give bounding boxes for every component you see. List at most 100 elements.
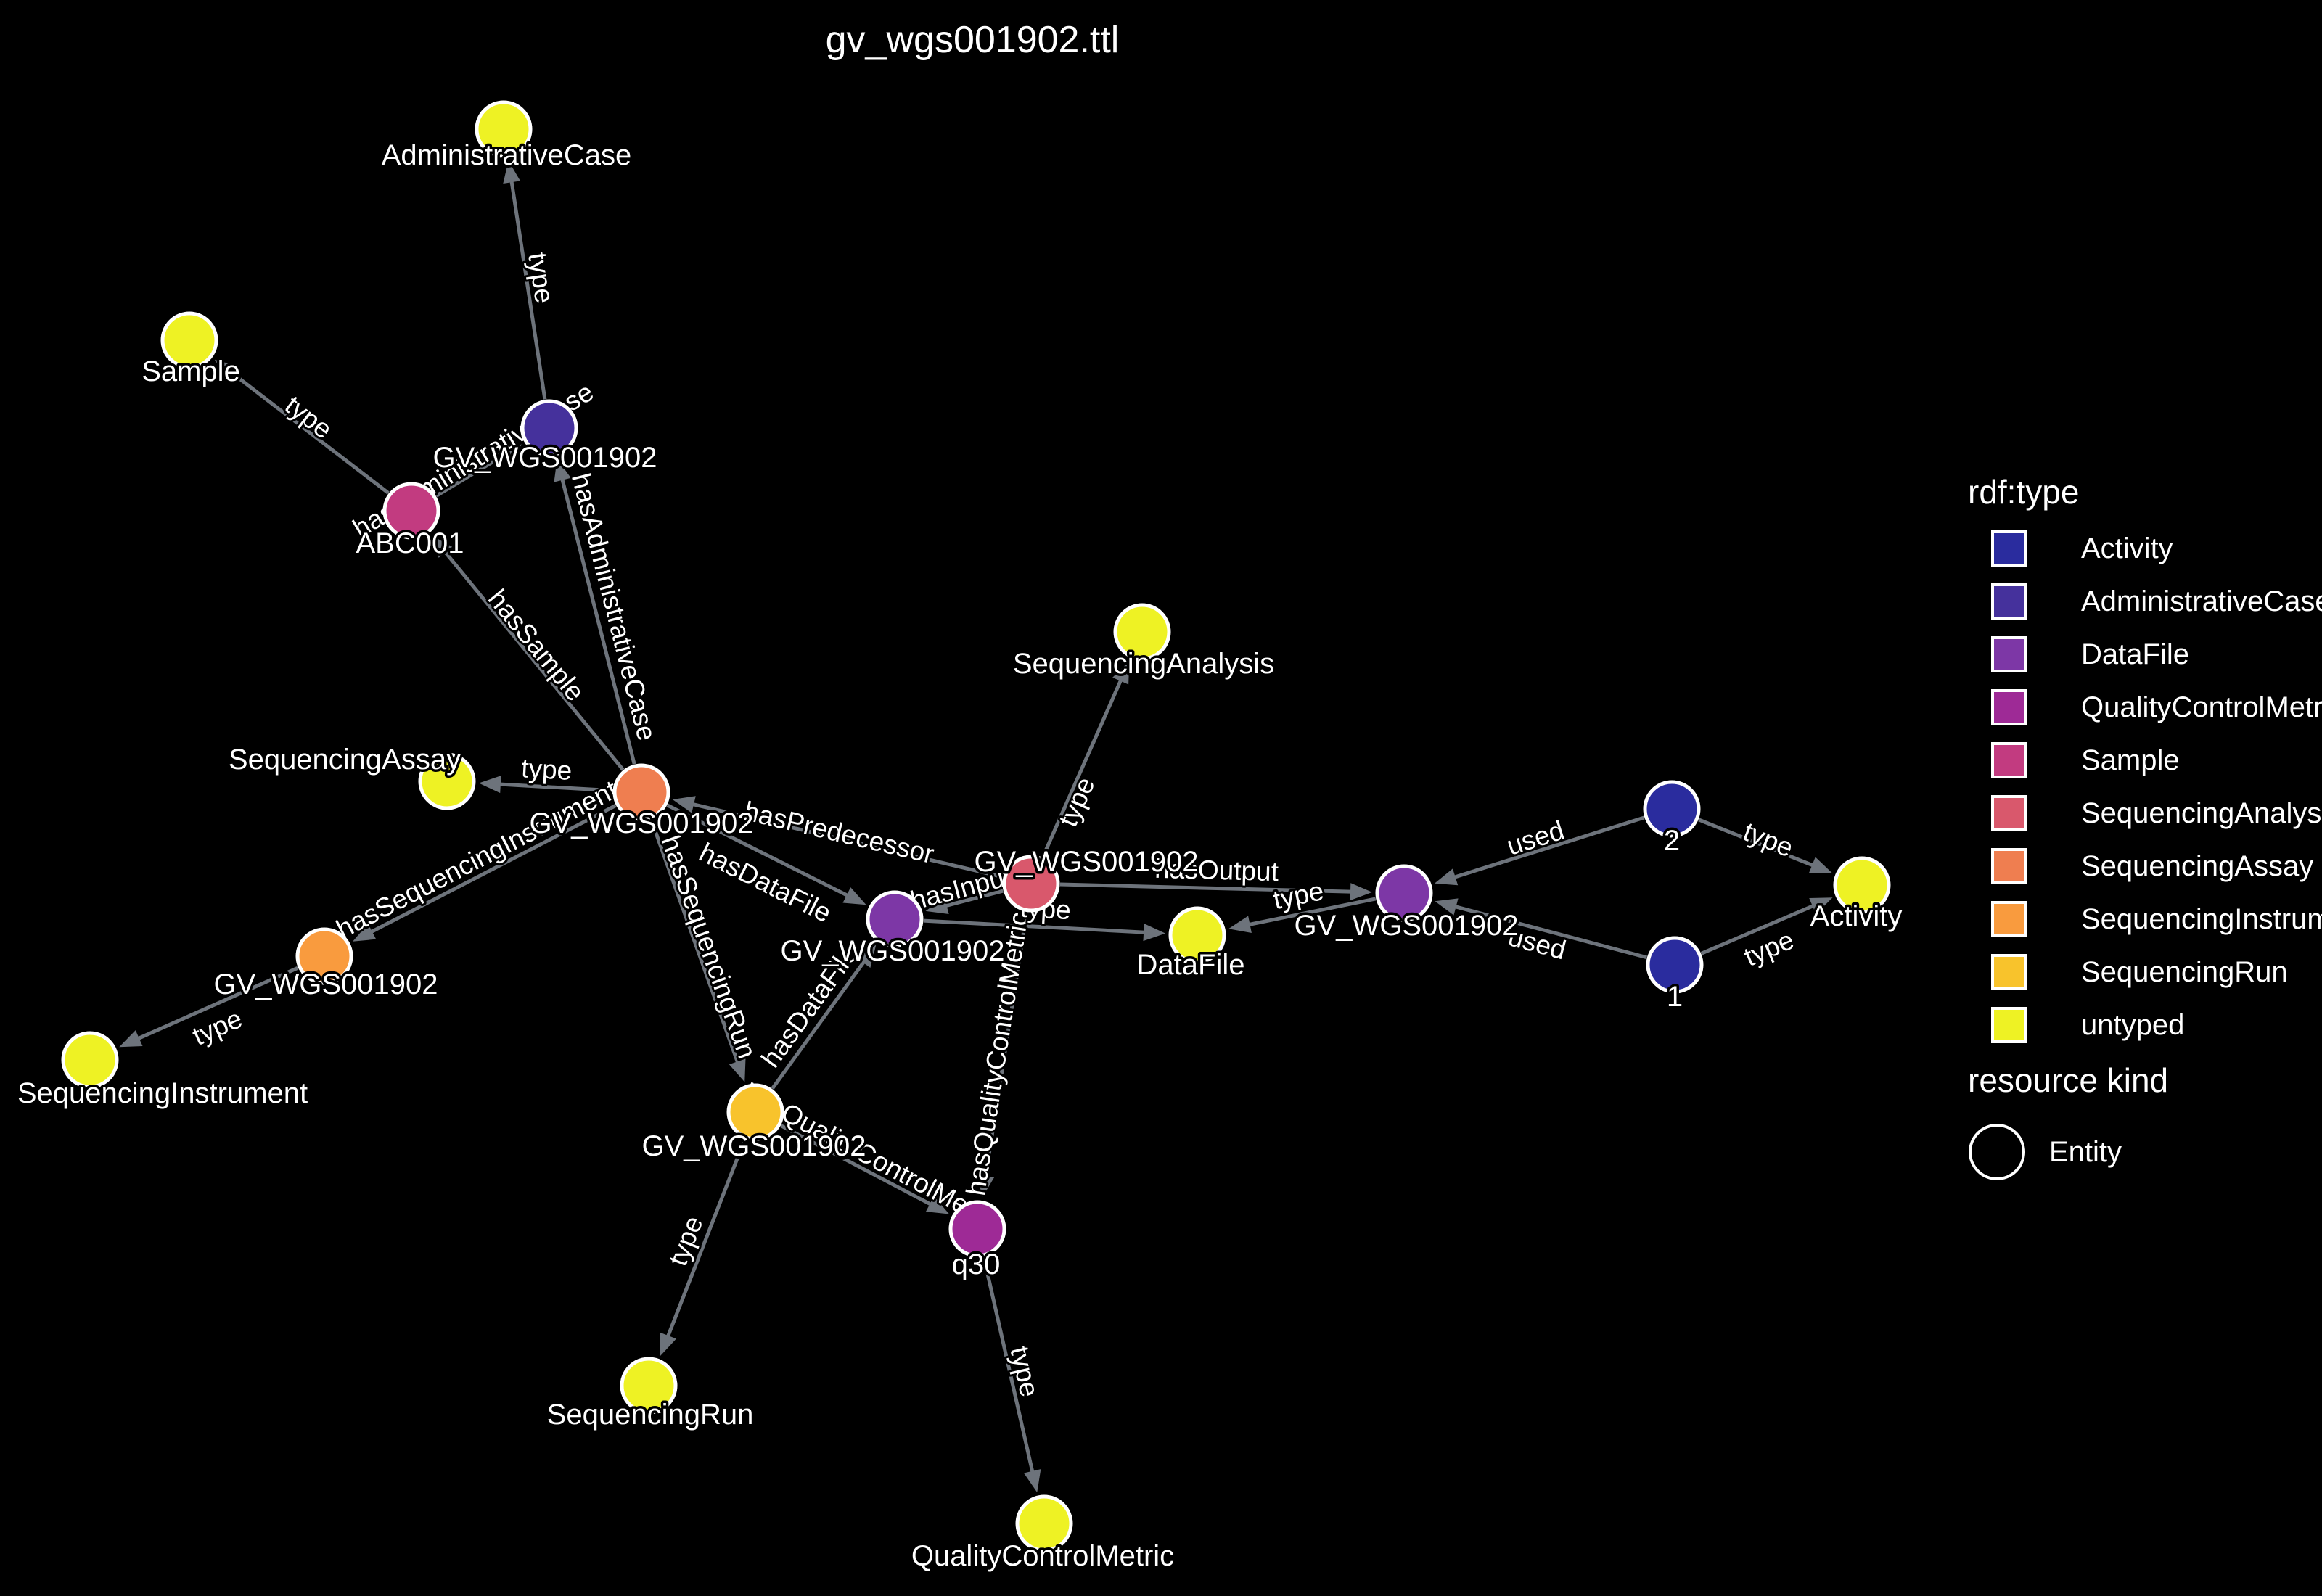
legend: rdf:typeActivityAdministrativeCaseDataFi…	[1968, 473, 2322, 1180]
edge-line	[1059, 882, 1354, 894]
edge-type-run_indiv-seq_run_class	[660, 1138, 747, 1357]
edge-label: hasSequencingInstrument	[332, 774, 623, 944]
edge-hasAdministrativeCase-assay_indiv-case_indiv	[554, 458, 636, 765]
legend-item-label: SequencingAnalysis	[2081, 797, 2322, 829]
node-seq_analysis_class[interactable]	[1113, 603, 1171, 661]
arrowhead-icon	[925, 897, 949, 914]
edge-type-datafile1-datafile_class	[923, 918, 1166, 942]
legend-swatch-icon	[1991, 530, 2027, 567]
arrowhead-icon	[729, 1058, 746, 1082]
edge-line	[1452, 815, 1645, 880]
node-instr_indiv[interactable]	[295, 927, 353, 985]
node-seq_run_class[interactable]	[620, 1357, 678, 1415]
node-label-sample_class: Sample	[141, 355, 240, 387]
node-abc001[interactable]	[382, 482, 440, 540]
node-label-case_indiv: GV_WGS001902	[432, 442, 657, 474]
arrowhead-icon	[1112, 661, 1130, 685]
node-qcm_class[interactable]	[1015, 1494, 1073, 1552]
edges-layer	[119, 160, 1833, 1493]
legend-item-SequencingAnalysis: SequencingAnalysis	[1991, 795, 2322, 831]
node-label-activity2: 2	[1664, 825, 1680, 857]
edge-label: type	[662, 1212, 709, 1270]
legend-item-Activity: Activity	[1991, 530, 2173, 567]
edge-hasDataFile-run_indiv-datafile1	[771, 945, 877, 1090]
edge-label: hasDataFile	[694, 837, 836, 928]
node-label-seq_run_class: SequencingRun	[547, 1399, 754, 1431]
arrowhead-icon	[1808, 857, 1833, 873]
arrowhead-icon	[499, 444, 522, 464]
arrowhead-icon	[856, 945, 877, 968]
edge-line	[509, 178, 547, 400]
edge-hasQualityControlMetric-run_indiv-q30	[780, 1124, 950, 1214]
edge-label: hasOutput	[1154, 854, 1279, 887]
node-admin_case_class[interactable]	[475, 100, 533, 158]
edge-label: hasSample	[483, 584, 591, 707]
arrowhead-icon	[1023, 1469, 1041, 1493]
edge-line	[1698, 818, 1816, 868]
node-q30[interactable]	[948, 1200, 1006, 1258]
node-label-instr_indiv: GV_WGS001902	[213, 968, 438, 1000]
node-datafile2[interactable]	[1375, 864, 1433, 922]
edge-line	[435, 452, 507, 498]
node-activity2[interactable]	[1643, 780, 1701, 838]
nodes-layer	[61, 100, 1891, 1552]
arrowhead-icon	[431, 535, 453, 558]
edge-line	[923, 918, 1147, 934]
legend-item-SequencingInstrument: SequencingInstrument	[1991, 901, 2322, 937]
edge-line	[780, 1124, 934, 1207]
node-datafile1[interactable]	[866, 890, 924, 948]
node-analysis_indiv[interactable]	[1002, 855, 1060, 913]
legend-kind-Entity: Entity	[1969, 1124, 2122, 1180]
edge-type-activity2-activity_class	[1698, 818, 1833, 873]
node-labels-layer: AdministrativeCaseSampleABC001GV_WGS0019…	[15, 137, 1904, 1575]
edge-line	[1453, 904, 1647, 960]
node-run_indiv[interactable]	[726, 1083, 784, 1141]
arrowhead-icon	[925, 1196, 950, 1214]
legend-swatch-icon	[1991, 848, 2027, 884]
node-activity1[interactable]	[1646, 936, 1704, 994]
node-label-datafile1: GV_WGS001902	[780, 935, 1004, 967]
arrowhead-icon	[1435, 898, 1459, 916]
node-label-seq_instr_class: SequencingInstrument	[17, 1077, 308, 1109]
arrowhead-icon	[1228, 916, 1252, 934]
legend-item-Sample: Sample	[1991, 742, 2180, 778]
edge-label: used	[1503, 815, 1568, 861]
edge-type-abc001-sample_class	[214, 359, 390, 495]
arrowhead-icon	[353, 924, 377, 942]
node-sample_class[interactable]	[160, 311, 218, 369]
edge-line	[649, 818, 740, 1065]
arrowhead-icon	[977, 1175, 995, 1198]
legend-item-label: AdministrativeCase	[2081, 585, 2322, 617]
legend-swatch-icon	[1991, 583, 2027, 620]
page-title: gv_wgs001902.ttl	[826, 19, 1120, 61]
arrowhead-icon	[672, 796, 696, 813]
edge-type-analysis_indiv-seq_analysis_class	[1041, 661, 1130, 858]
node-case_indiv[interactable]	[520, 399, 578, 457]
node-label-seq_analysis_class: SequencingAnalysis	[1013, 648, 1274, 680]
edge-line	[369, 804, 617, 935]
legend-item-label: Sample	[2081, 744, 2180, 776]
node-seq_instr_class[interactable]	[61, 1031, 119, 1089]
arrowhead-icon	[660, 1332, 677, 1357]
edge-line	[1700, 903, 1816, 955]
edge-hasDataFile-assay_indiv-datafile1	[666, 803, 866, 905]
edge-label: type	[1739, 816, 1797, 863]
legend-swatch-icon	[1991, 795, 2027, 831]
edge-label: type	[520, 753, 573, 786]
node-activity_class[interactable]	[1833, 856, 1891, 914]
node-seq_assay_class[interactable]	[418, 752, 476, 810]
node-assay_indiv[interactable]	[612, 763, 670, 821]
edge-type-datafile2-datafile_class	[1228, 897, 1377, 934]
arrowhead-icon	[554, 458, 571, 482]
legend-item-label: SequencingRun	[2081, 956, 2288, 988]
legend-swatch-icon	[1991, 1007, 2027, 1043]
edge-line	[771, 959, 867, 1090]
edge-type-assay_indiv-seq_assay_class	[478, 776, 613, 794]
node-datafile_class[interactable]	[1168, 906, 1226, 964]
edge-line	[982, 1256, 1035, 1475]
node-label-q30: q30	[952, 1249, 1001, 1280]
legend-swatch-icon	[1991, 636, 2027, 672]
legend-kind-label: Entity	[2049, 1136, 2122, 1168]
